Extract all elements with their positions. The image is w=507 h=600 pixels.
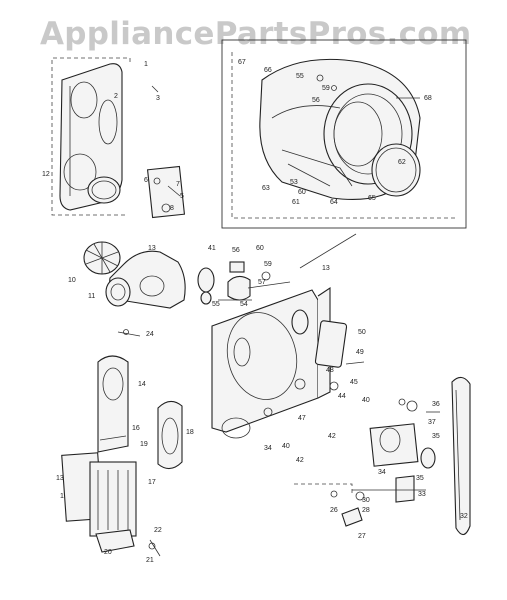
callout-8: 8 — [170, 205, 174, 212]
callout-40: 40 — [362, 397, 370, 404]
callout-30: 30 — [362, 497, 370, 504]
callout-56: 56 — [312, 97, 320, 104]
callout-17: 17 — [148, 479, 156, 486]
callout-50: 50 — [358, 329, 366, 336]
callout-26: 26 — [330, 507, 338, 514]
callout-5: 5 — [180, 193, 184, 200]
callout-33: 33 — [418, 491, 426, 498]
callout-27: 27 — [358, 533, 366, 540]
bracket-screw-group — [146, 165, 186, 219]
callout-12: 12 — [42, 171, 50, 178]
watermark: AppliancePartsPros.com — [40, 16, 472, 52]
callout-28: 28 — [362, 507, 370, 514]
callout-60: 60 — [298, 189, 306, 196]
callout-59b: 59 — [264, 261, 272, 268]
callout-10: 10 — [68, 277, 76, 284]
callout-21: 21 — [146, 557, 154, 564]
callout-67: 67 — [238, 59, 246, 66]
callout-44: 44 — [338, 393, 346, 400]
callout-68: 68 — [424, 95, 432, 102]
callout-36: 36 — [432, 401, 440, 408]
callout-1b: 1 — [60, 493, 64, 500]
callout-53: 53 — [290, 179, 298, 186]
callout-54: 55 — [212, 301, 220, 308]
callout-56b: 56 — [232, 247, 240, 254]
callout-35a: 35 — [432, 433, 440, 440]
callout-55: 55 — [296, 73, 304, 80]
callout-32: 32 — [460, 513, 468, 520]
blower-housing-group — [83, 241, 186, 309]
callout-1: 1 — [144, 61, 148, 68]
callout-20: 20 — [104, 549, 112, 556]
callout-14: 14 — [138, 381, 146, 388]
callout-7: 7 — [176, 181, 180, 188]
duct-and-console-group — [61, 355, 183, 553]
rear-bulkhead-group — [211, 286, 348, 439]
leader-lines — [218, 233, 440, 413]
igniter-cluster-group — [117, 261, 291, 337]
callout-34a: 34 — [264, 445, 272, 452]
callout-18: 18 — [186, 429, 194, 436]
callout-37: 37 — [428, 419, 436, 426]
callout-63: 63 — [262, 185, 270, 192]
callout-45: 45 — [350, 379, 358, 386]
front-panel-group — [51, 57, 159, 216]
callout-2: 2 — [114, 93, 118, 100]
callout-66: 66 — [264, 67, 272, 74]
callout-42: 42 — [328, 433, 336, 440]
callout-19: 19 — [140, 441, 148, 448]
callout-labels: 1 2 3 12 6 7 5 8 67 66 55 59 56 68 62 63… — [42, 59, 468, 564]
callout-58: 54 — [240, 301, 248, 308]
callout-22: 22 — [154, 527, 162, 534]
callout-41: 41 — [208, 245, 216, 252]
callout-60b: 60 — [256, 245, 264, 252]
callout-42b: 42 — [296, 457, 304, 464]
motor-belt-group — [148, 376, 471, 557]
callout-61: 61 — [292, 199, 300, 206]
callout-48: 48 — [326, 367, 334, 374]
callout-47: 47 — [298, 415, 306, 422]
callout-49: 49 — [356, 349, 364, 356]
callout-13b: 13 — [322, 265, 330, 272]
callout-11: 11 — [88, 293, 95, 300]
callout-57: 57 — [258, 279, 266, 286]
drum-assembly-group — [221, 39, 467, 229]
callout-62: 62 — [398, 159, 406, 166]
callout-34b: 34 — [378, 469, 386, 476]
callout-13c: 13 — [56, 475, 64, 482]
callout-65: 65 — [368, 195, 376, 202]
callout-35b: 35 — [416, 475, 424, 482]
callout-3: 3 — [156, 95, 160, 102]
callout-24: 24 — [146, 331, 154, 338]
callout-6: 6 — [144, 177, 148, 184]
callout-13a: 13 — [148, 245, 156, 252]
callout-59: 59 — [322, 85, 330, 92]
callout-16: 16 — [132, 425, 140, 432]
callout-64: 64 — [330, 199, 338, 206]
callout-40b: 40 — [282, 443, 290, 450]
